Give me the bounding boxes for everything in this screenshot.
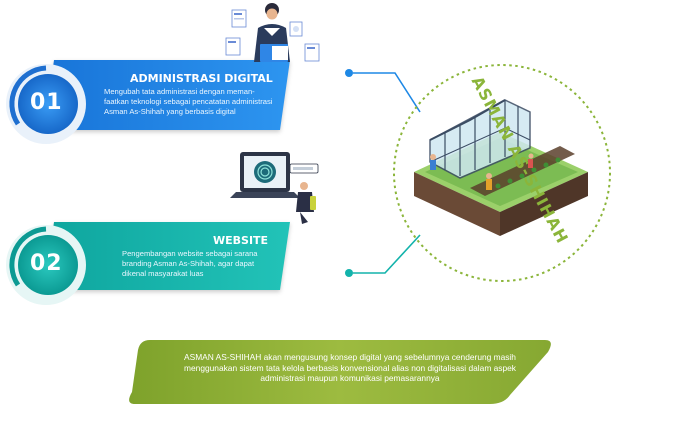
item-2-description: Pengembangan website sebagai sarana bran… [122, 249, 258, 278]
item-2-card [6, 222, 290, 305]
connector-dot-top [345, 69, 353, 77]
hub-dashed-circle [393, 64, 611, 282]
summary-banner [129, 340, 551, 404]
connector-dot-bottom [345, 269, 353, 277]
person-with-documents-icon [225, 3, 320, 62]
greenhouse-illustration [414, 99, 588, 236]
item-1-number: 01 [30, 90, 63, 115]
item-1-title: ADMINISTRASI DIGITAL [130, 72, 273, 85]
laptop-fingerprint-icon [230, 152, 319, 224]
item-2-number: 02 [30, 251, 63, 276]
item-1-description: Mengubah tata administrasi dengan meman-… [104, 87, 273, 116]
connector-lines [345, 69, 421, 277]
item-2-title: WEBSITE [213, 234, 269, 247]
item-1-card [6, 60, 290, 144]
summary-text: ASMAN AS-SHIHAH akan mengusung konsep di… [184, 352, 516, 383]
